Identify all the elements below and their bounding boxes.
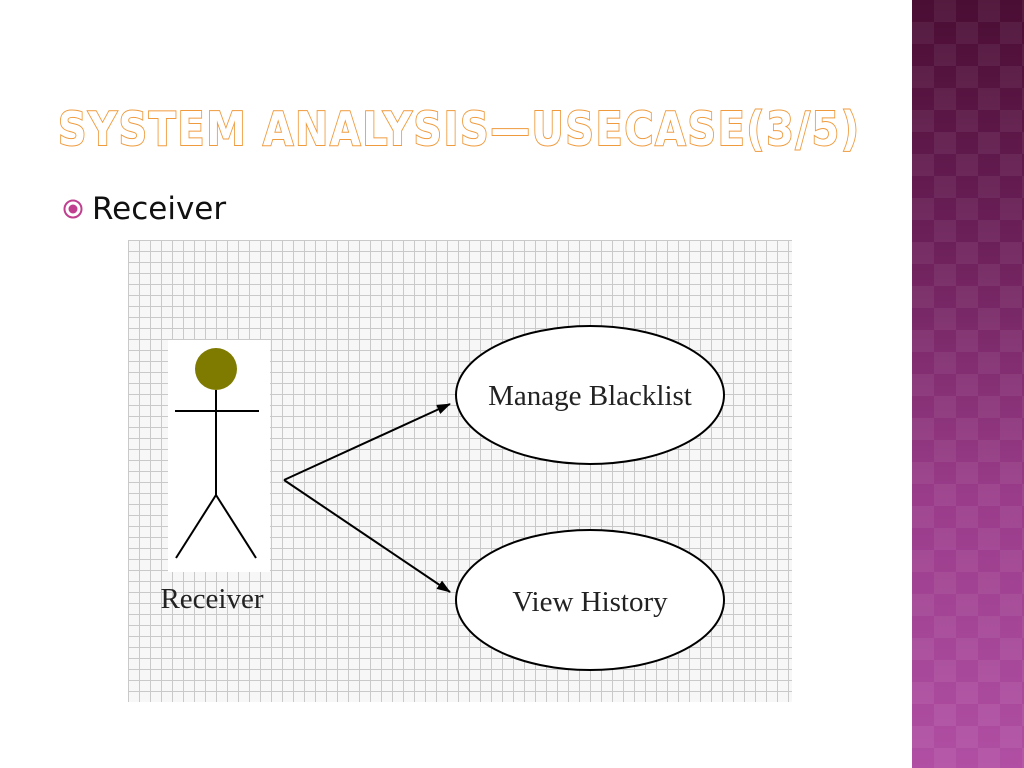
actor-figure [175, 348, 259, 559]
association-arrow-manage [283, 403, 451, 481]
decorative-side-band [912, 0, 1024, 768]
slide-title: System Analysis—UseCase(3/5) [57, 101, 861, 157]
actor-head [195, 348, 237, 390]
bullet-item: Receiver [62, 191, 226, 227]
use-case-view-history: View History [455, 529, 725, 671]
actor-label: Receiver [160, 583, 263, 615]
circle-bullet-icon [62, 198, 84, 220]
association-arrow-history [283, 479, 451, 593]
use-case-label: Manage Blacklist [488, 380, 692, 412]
diamond-pattern [912, 0, 1024, 768]
use-case-manage-blacklist: Manage Blacklist [455, 325, 725, 465]
bullet-text: Receiver [92, 191, 227, 227]
use-case-label: View History [512, 586, 668, 618]
use-case-diagram: Receiver Manage Blacklist View History [128, 240, 792, 702]
